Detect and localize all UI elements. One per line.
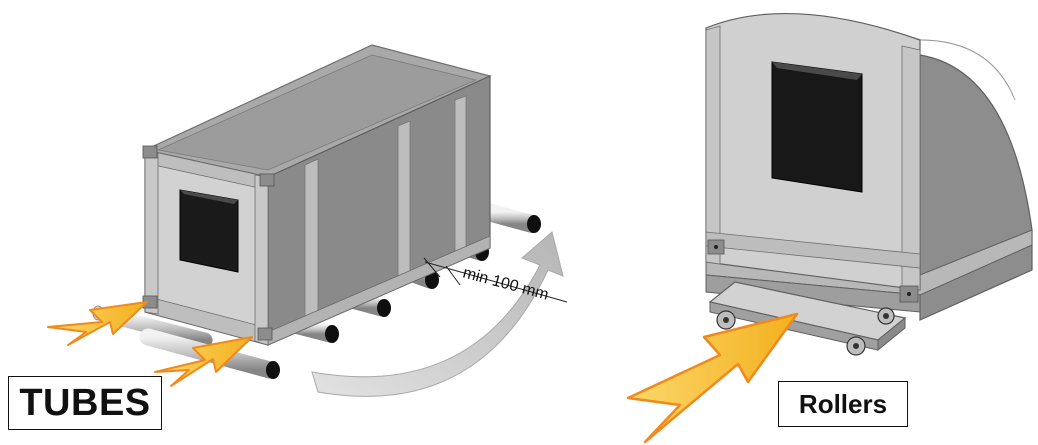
tubes-label: TUBES — [8, 376, 162, 430]
tube-icon — [479, 203, 541, 233]
push-arrow-icon — [47, 301, 148, 346]
curved-arrow-icon — [311, 231, 564, 397]
roller-wheel-icon — [846, 336, 866, 356]
unit-on-rollers — [626, 13, 1033, 444]
rollers-label: Rollers — [778, 381, 908, 427]
roller-wheel-icon — [877, 307, 895, 325]
push-arrow-icon — [626, 312, 799, 444]
roller-wheel-icon — [716, 310, 736, 330]
push-arrow-icon — [154, 336, 253, 387]
roller-platform — [708, 281, 907, 356]
front-opening — [771, 61, 863, 193]
unit-on-tubes: min 100 mm — [47, 44, 568, 397]
